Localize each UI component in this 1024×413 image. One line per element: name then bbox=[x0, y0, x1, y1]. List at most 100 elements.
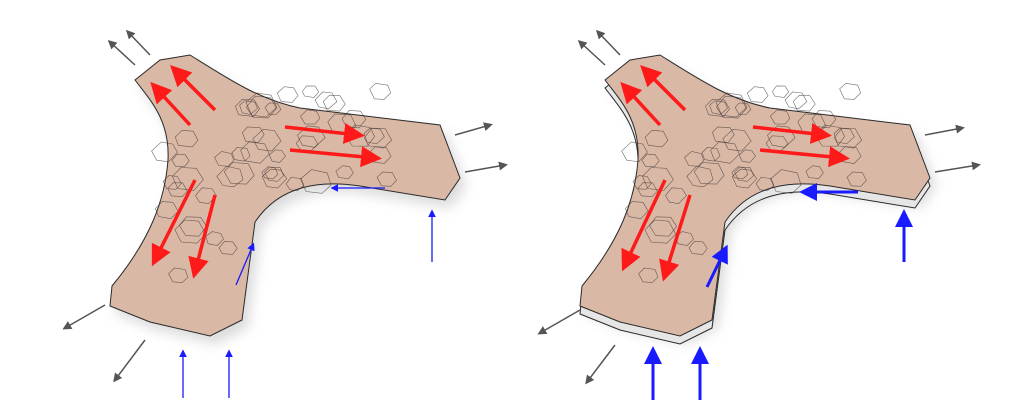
mesh-cell bbox=[731, 168, 758, 189]
mesh-cell bbox=[701, 147, 721, 162]
mesh-cell bbox=[174, 129, 199, 148]
mesh-cell bbox=[705, 98, 730, 117]
mesh-cell bbox=[625, 201, 649, 220]
gray-reaction-arrow-icon bbox=[454, 122, 493, 136]
mesh-cell bbox=[300, 109, 321, 125]
mesh-cell bbox=[738, 149, 756, 163]
mesh-cell bbox=[335, 165, 354, 179]
mesh-cell bbox=[235, 98, 260, 117]
mesh-cell bbox=[223, 162, 255, 185]
gray-reaction-arrow-icon bbox=[464, 161, 508, 173]
mesh-cell bbox=[179, 216, 207, 237]
mesh-cell bbox=[195, 187, 217, 205]
mesh-cell bbox=[261, 168, 288, 189]
mesh-cell bbox=[644, 129, 669, 148]
mesh-cell bbox=[693, 162, 725, 185]
mesh-cell bbox=[155, 201, 179, 220]
mesh-cell bbox=[231, 147, 251, 162]
mesh-cell bbox=[731, 166, 749, 180]
red-force-arrow-icon bbox=[289, 146, 382, 168]
gray-reaction-arrow-icon bbox=[537, 309, 581, 335]
mesh-cell bbox=[846, 171, 867, 187]
mesh-cell bbox=[716, 95, 747, 119]
mesh-cell bbox=[772, 85, 790, 98]
blue-load-arrow-icon bbox=[235, 242, 255, 286]
red-force-arrow-icon bbox=[170, 65, 217, 112]
red-force-arrow-icon bbox=[151, 179, 197, 267]
mesh-cell bbox=[218, 241, 238, 255]
mesh-cell bbox=[168, 267, 189, 283]
mesh-cell bbox=[734, 102, 752, 115]
mesh-cell bbox=[722, 128, 752, 152]
mesh-cell bbox=[240, 141, 270, 164]
mesh-cell bbox=[268, 149, 286, 163]
red-force-arrow-icon bbox=[640, 65, 687, 112]
mesh-cell bbox=[784, 91, 808, 110]
mesh-cell bbox=[712, 126, 735, 143]
gray-reaction-arrow-icon bbox=[113, 339, 146, 383]
mesh-cell bbox=[252, 128, 282, 152]
mesh-cell bbox=[665, 187, 687, 205]
red-force-arrow-icon bbox=[621, 179, 667, 272]
mesh-cell bbox=[709, 100, 728, 115]
gray-reaction-arrow-icon bbox=[934, 161, 981, 173]
red-force-arrow-icon bbox=[659, 194, 692, 282]
red-force-arrow-icon bbox=[759, 146, 850, 168]
gray-reaction-arrow-icon bbox=[577, 39, 606, 66]
mesh-cell bbox=[264, 102, 282, 115]
mesh-cell bbox=[276, 86, 299, 103]
mesh-cell bbox=[805, 165, 824, 179]
gray-reaction-arrow-icon bbox=[62, 304, 106, 330]
gray-reaction-arrow-icon bbox=[924, 124, 965, 136]
red-force-arrow-icon bbox=[284, 123, 365, 144]
blue-load-arrow-icon bbox=[705, 244, 728, 288]
mesh-cell bbox=[300, 169, 332, 194]
mesh-cell bbox=[642, 167, 674, 191]
red-force-arrow-icon bbox=[752, 123, 832, 144]
mesh-cell bbox=[734, 166, 755, 182]
mesh-cell bbox=[710, 141, 740, 164]
mesh-cell bbox=[297, 125, 326, 148]
mesh-cell bbox=[686, 165, 714, 188]
mesh-cell bbox=[242, 126, 265, 143]
mesh-cell bbox=[792, 94, 816, 112]
mesh-cell bbox=[715, 92, 748, 118]
red-force-arrow-icon bbox=[620, 81, 662, 127]
mesh-cell bbox=[644, 219, 677, 244]
red-force-arrow-icon bbox=[150, 81, 192, 127]
mesh-cell bbox=[172, 167, 204, 191]
mesh-cell bbox=[302, 85, 320, 98]
mesh-cell bbox=[688, 241, 708, 255]
mesh-cell bbox=[376, 171, 397, 187]
mesh-cell bbox=[632, 175, 652, 190]
mesh-cell bbox=[261, 166, 279, 180]
gray-reaction-arrow-icon bbox=[585, 344, 616, 385]
mesh-cell bbox=[174, 219, 207, 244]
mesh-cell bbox=[770, 109, 791, 125]
gray-reaction-arrow-icon bbox=[125, 29, 151, 56]
mesh-cell bbox=[171, 153, 190, 168]
mesh-cell bbox=[767, 125, 796, 148]
mesh-cell bbox=[770, 169, 802, 194]
mesh-cell bbox=[246, 95, 277, 119]
mesh-cell bbox=[151, 141, 178, 163]
mesh-cell bbox=[322, 94, 346, 112]
mesh-cell bbox=[746, 86, 769, 103]
mesh-cell bbox=[649, 216, 677, 237]
mesh-cell bbox=[834, 127, 863, 149]
red-force-arrow-icon bbox=[188, 194, 217, 279]
mesh-cell bbox=[833, 127, 855, 145]
mesh-cell bbox=[369, 82, 392, 100]
mesh-cell bbox=[641, 153, 660, 168]
gray-reaction-arrow-icon bbox=[107, 39, 136, 66]
right-model bbox=[537, 29, 981, 400]
mesh-cell bbox=[638, 267, 659, 283]
mesh-cell bbox=[839, 82, 862, 100]
mesh-cell bbox=[621, 141, 648, 163]
gray-reaction-arrow-icon bbox=[595, 29, 621, 56]
mesh-cell bbox=[264, 166, 285, 182]
left-model bbox=[62, 29, 508, 398]
mesh-cell bbox=[162, 175, 182, 190]
mesh-cell bbox=[245, 92, 278, 118]
